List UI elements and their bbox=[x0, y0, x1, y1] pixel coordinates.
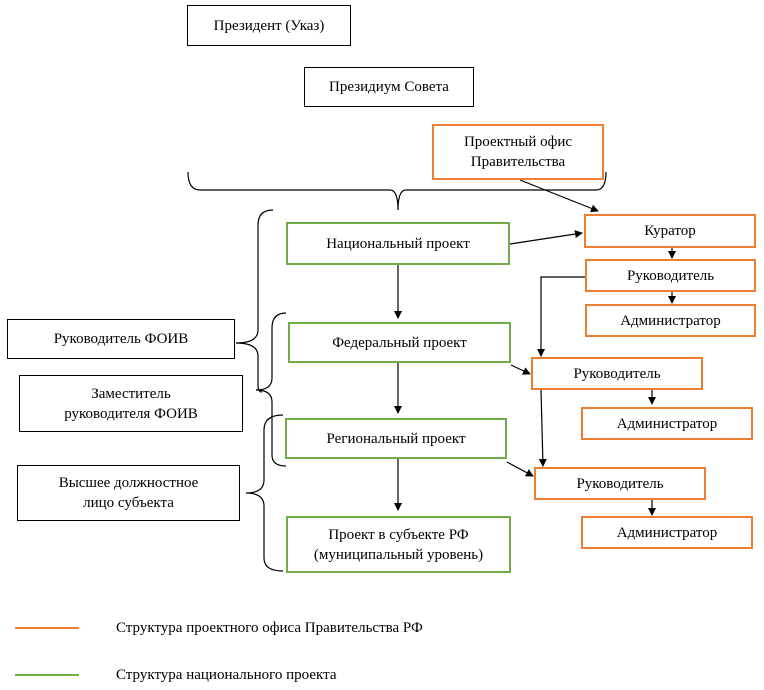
subject-official-box: Высшее должностное лицо субъекта bbox=[17, 465, 240, 521]
federal-head-box: Руководитель bbox=[531, 357, 703, 390]
arrow-federal-federal-head bbox=[510, 364, 531, 375]
federal-project-box: Федеральный проект bbox=[288, 322, 511, 363]
foiv-deputy-box: Заместитель руководителя ФОИВ bbox=[19, 375, 243, 432]
foiv-head-box: Руководитель ФОИВ bbox=[7, 319, 235, 359]
arrow-federalhead-regionalhead bbox=[538, 389, 547, 467]
top-brace bbox=[187, 171, 607, 211]
curator-box: Куратор bbox=[584, 214, 756, 248]
arrow-office-curator bbox=[519, 179, 599, 213]
brace-national-federal bbox=[235, 209, 274, 393]
legend-orange-line bbox=[15, 627, 79, 629]
national-project-box: Национальный проект bbox=[286, 222, 510, 265]
regional-project-box: Региональный проект bbox=[285, 418, 507, 459]
arrow-national-head-federal-head bbox=[537, 276, 585, 357]
legend-green-label: Структура национального проекта bbox=[116, 667, 337, 683]
national-head-box: Руководитель bbox=[585, 259, 756, 292]
national-admin-box: Администратор bbox=[585, 304, 756, 337]
brace-federal-regional bbox=[255, 312, 287, 467]
regional-admin-box: Администратор bbox=[581, 516, 753, 549]
legend-orange-label: Структура проектного офиса Правительства… bbox=[116, 620, 423, 636]
brace-regional-municipal bbox=[245, 414, 284, 572]
arrow-national-curator bbox=[509, 230, 583, 245]
presidium-box: Президиум Совета bbox=[304, 67, 474, 107]
legend-green-line bbox=[15, 674, 79, 676]
municipal-project-box: Проект в субъекте РФ (муниципальный уров… bbox=[286, 516, 511, 573]
arrow-regional-regionalhead bbox=[506, 461, 534, 477]
president-box: Президент (Указ) bbox=[187, 5, 351, 46]
regional-head-box: Руководитель bbox=[534, 467, 706, 500]
federal-admin-box: Администратор bbox=[581, 407, 753, 440]
project-office-box: Проектный офис Правительства bbox=[432, 124, 604, 180]
